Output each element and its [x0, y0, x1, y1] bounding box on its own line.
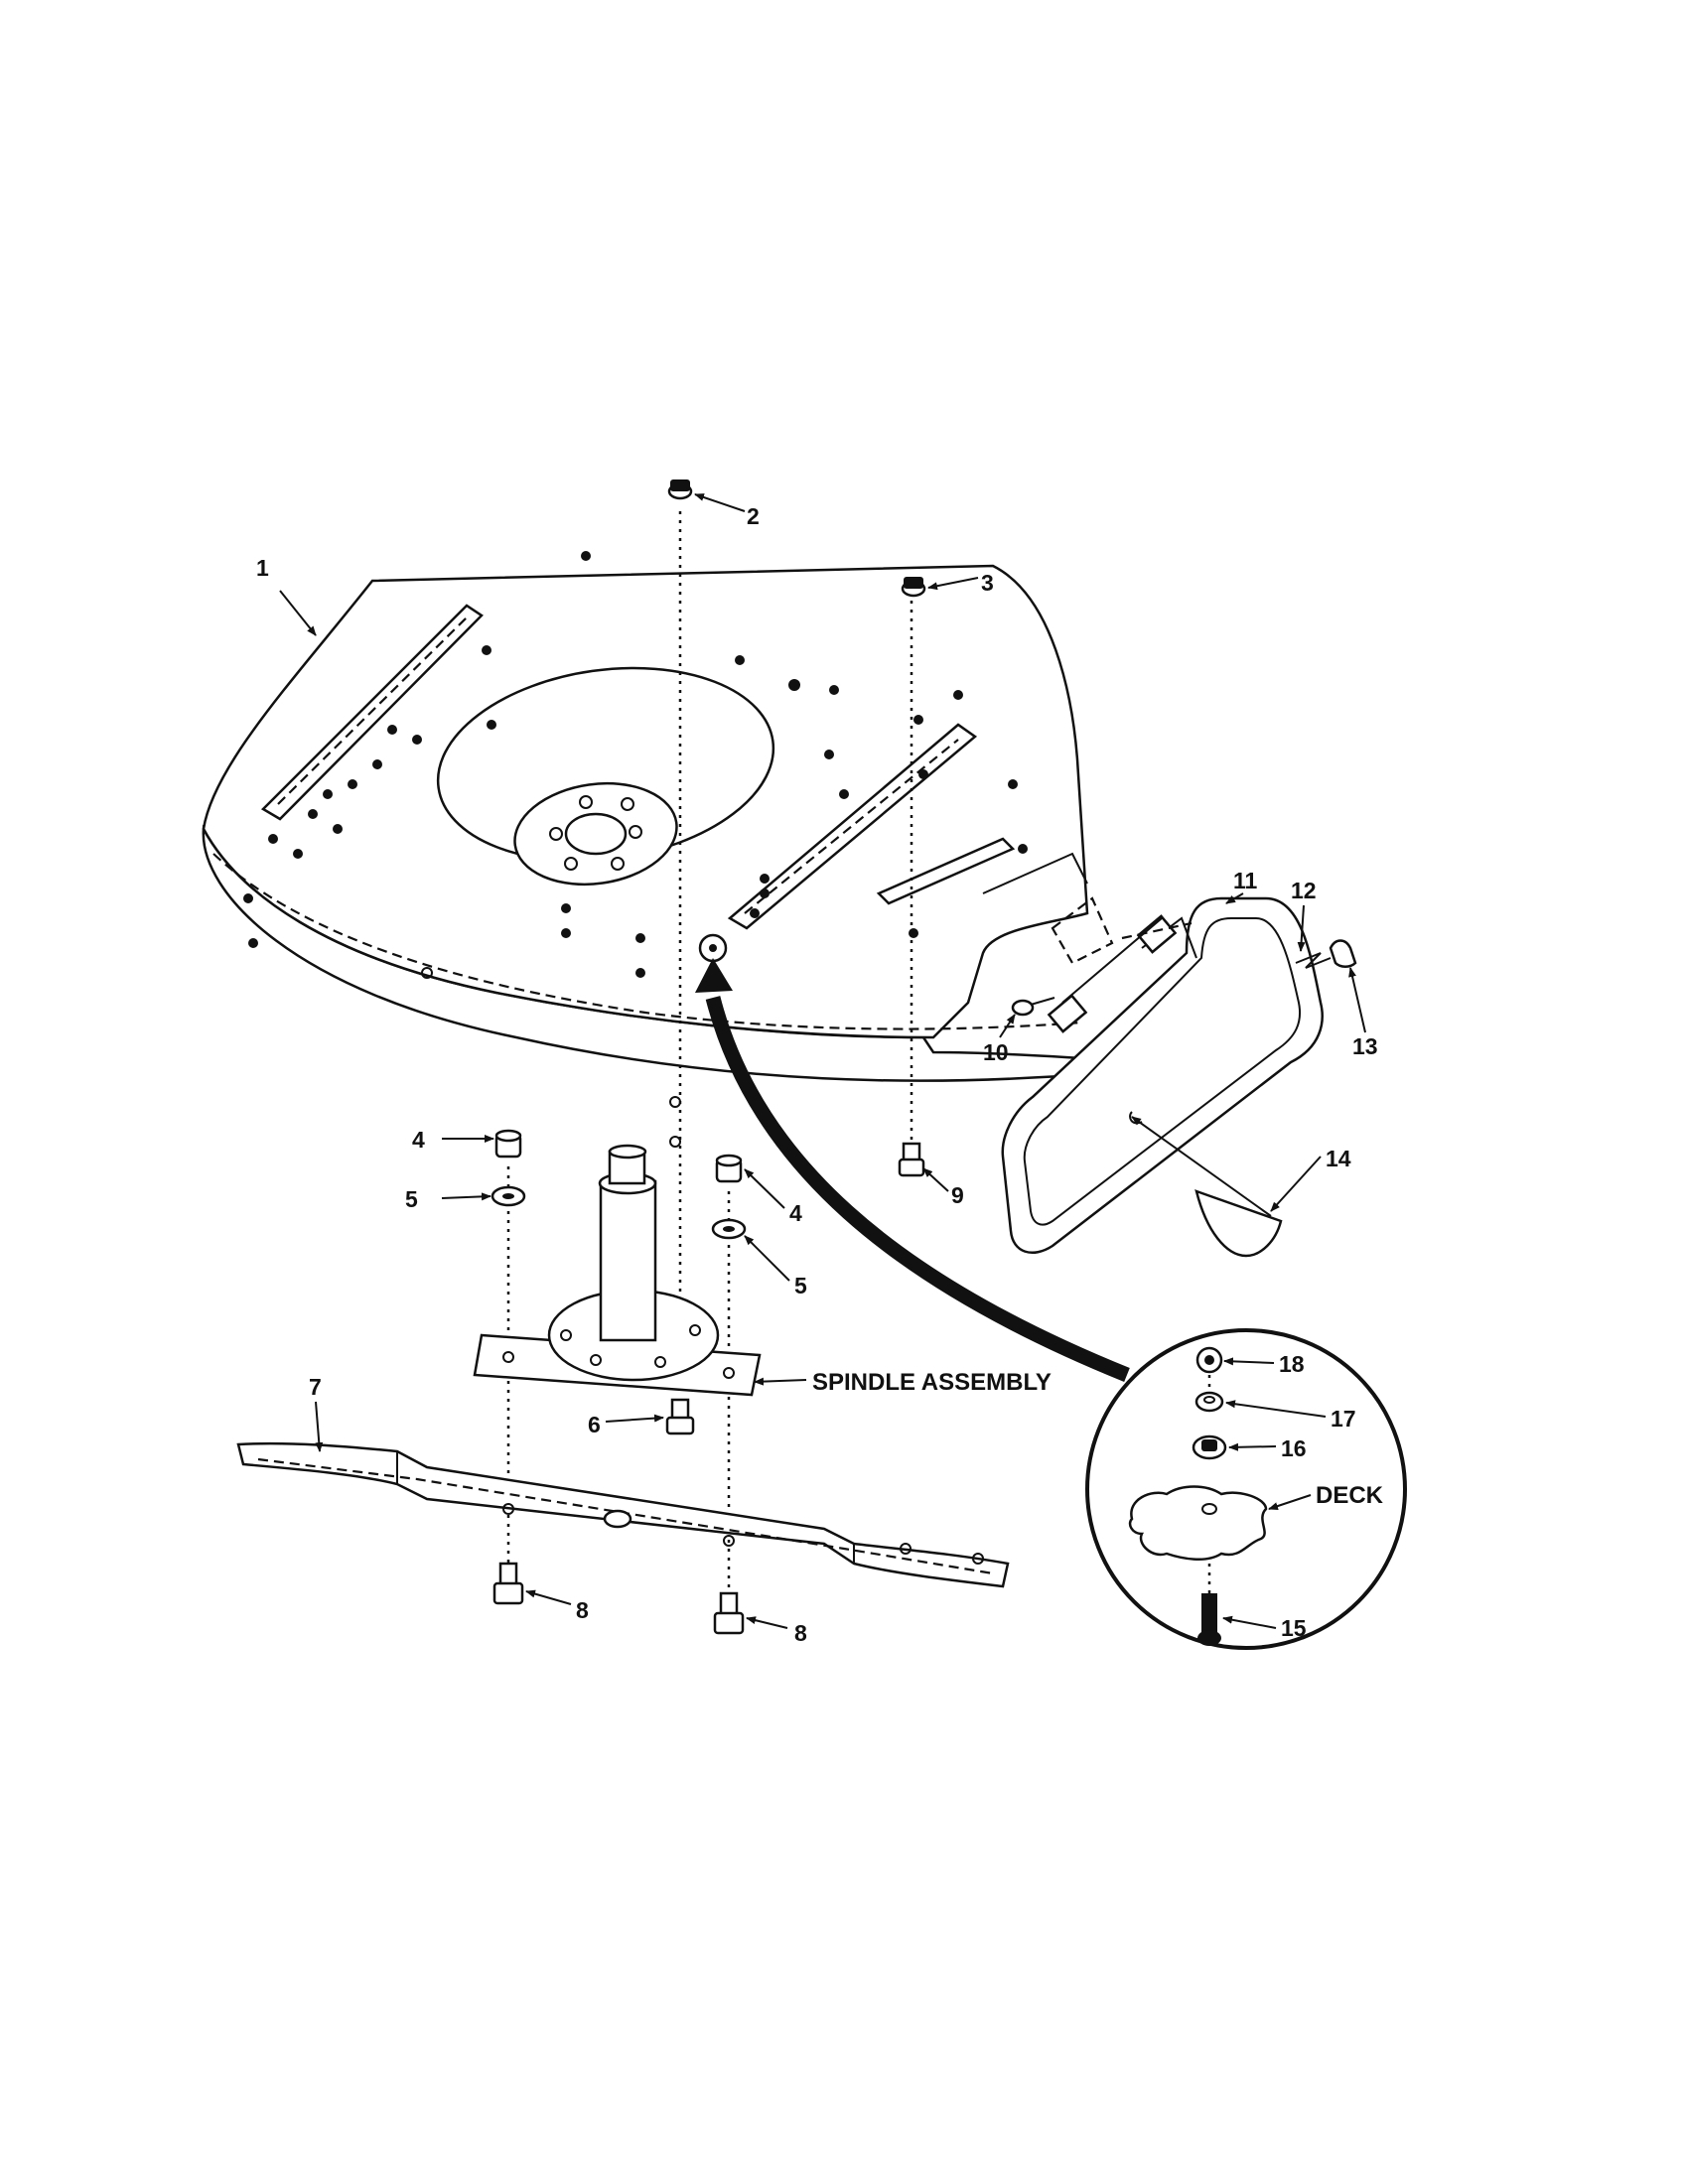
- bolt-9: [898, 1142, 925, 1177]
- callout-17: 17: [1331, 1406, 1356, 1432]
- callout-13: 13: [1352, 1033, 1378, 1059]
- bolt-8-left: [492, 1562, 524, 1605]
- assembly-lines: [506, 511, 913, 1598]
- nut-3: [901, 577, 926, 598]
- callout-11: 11: [1233, 868, 1258, 893]
- reference-arrow: [705, 996, 1130, 1382]
- callout-18: 18: [1279, 1351, 1305, 1377]
- callout-8-right: 8: [794, 1620, 807, 1646]
- bolt-6: [665, 1398, 695, 1435]
- spring-12: [1295, 952, 1332, 969]
- nut-2: [667, 479, 693, 500]
- nut-4-right: [715, 1154, 743, 1183]
- reference-arrow-head: [695, 958, 733, 993]
- label-spindle-assembly: SPINDLE ASSEMBLY: [812, 1369, 1052, 1396]
- callout-1: 1: [256, 555, 269, 581]
- callout-16: 16: [1281, 1435, 1307, 1461]
- blade: [236, 1441, 1010, 1588]
- label-deck: DECK: [1316, 1482, 1384, 1509]
- bolt-8-right: [713, 1591, 745, 1635]
- spindle-assembly: [473, 1144, 762, 1397]
- nut-18: [1195, 1346, 1223, 1374]
- washer-5-right: [711, 1218, 747, 1240]
- nut-17: [1194, 1391, 1224, 1413]
- callout-3: 3: [981, 570, 994, 596]
- callout-5-right: 5: [794, 1273, 807, 1298]
- detail-inset: [1085, 1328, 1407, 1650]
- leader-lines: [279, 493, 1366, 1629]
- callout-5-left: 5: [405, 1186, 418, 1212]
- callout-2: 2: [747, 503, 760, 529]
- deck-housing: [202, 551, 1144, 1148]
- wing-nut-13: [1329, 939, 1357, 968]
- washer-16: [1192, 1434, 1227, 1460]
- callout-7: 7: [309, 1374, 322, 1400]
- callout-4-left: 4: [412, 1127, 425, 1153]
- callout-14: 14: [1326, 1146, 1351, 1171]
- callout-15: 15: [1281, 1615, 1307, 1641]
- callout-9: 9: [951, 1182, 964, 1208]
- callout-12: 12: [1291, 878, 1317, 903]
- callout-8-left: 8: [576, 1597, 589, 1623]
- grass-chute: [1001, 896, 1324, 1255]
- washer-5-left: [491, 1185, 526, 1207]
- bolt-15: [1197, 1593, 1221, 1646]
- rivet-10: [1011, 997, 1055, 1017]
- callout-10: 10: [983, 1039, 1009, 1065]
- callout-6: 6: [588, 1412, 601, 1437]
- nut-4-left: [494, 1129, 522, 1159]
- callouts: 1 2 3 4 5 4 5 6 7 8 8 9 10 11 12 13 14 1…: [256, 503, 1384, 1646]
- callout-4-right: 4: [789, 1200, 802, 1226]
